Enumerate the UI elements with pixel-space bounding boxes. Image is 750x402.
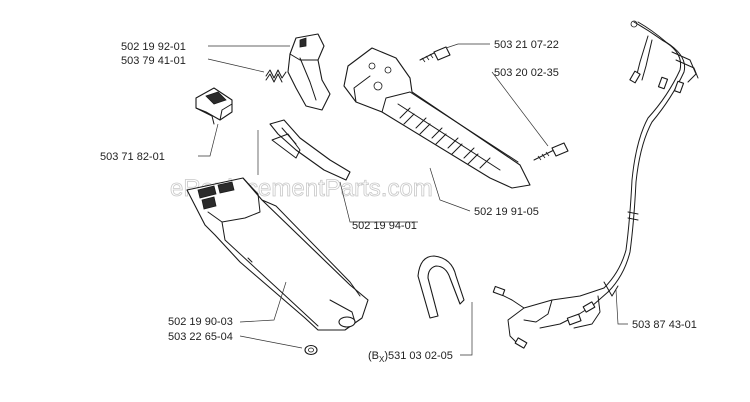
part-label-503-87-43-01: 503 87 43-01 <box>632 319 697 331</box>
part-label-503-21-07-22: 503 21 07-22 <box>494 39 559 51</box>
lower-handle-housing[interactable] <box>186 177 369 331</box>
screw-top[interactable] <box>419 46 451 63</box>
part-label-503-22-65-04: 503 22 65-04 <box>168 331 233 343</box>
part-label-502-19-94-01: 502 19 94-01 <box>352 220 417 232</box>
part-label-502-19-92-01: 502 19 92-01 <box>121 41 186 53</box>
part-label-502-19-91-05: 502 19 91-05 <box>474 206 539 218</box>
spring-part[interactable] <box>265 69 287 83</box>
trigger-part[interactable] <box>195 87 233 125</box>
part-label-503-71-82-01: 503 71 82-01 <box>100 151 165 163</box>
screw-right[interactable] <box>533 142 569 161</box>
leader-lines <box>198 43 628 356</box>
hook-part[interactable] <box>417 255 465 319</box>
lever-part[interactable] <box>287 33 331 111</box>
part-label-502-19-90-03: 502 19 90-03 <box>168 316 233 328</box>
part-label-503-20-02-35: 503 20 02-35 <box>494 67 559 79</box>
wiring-harness[interactable] <box>492 20 699 349</box>
clip-part[interactable] <box>269 119 351 181</box>
upper-handle[interactable] <box>343 47 531 189</box>
nut-part[interactable] <box>304 344 318 356</box>
part-label-503-79-41-01: 503 79 41-01 <box>121 55 186 67</box>
part-label-531-03-02-05: (BX)531 03 02-05 <box>368 350 453 364</box>
part-labels: 502 19 92-01 503 79 41-01 503 71 82-01 5… <box>100 39 697 364</box>
